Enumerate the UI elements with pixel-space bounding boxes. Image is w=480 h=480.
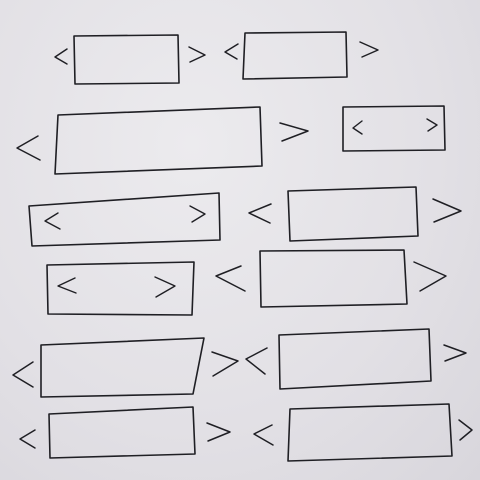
carousel-1-frame — [73, 34, 180, 85]
carousel-9-prev-arrow-icon — [12, 361, 34, 388]
carousel-6-frame — [287, 186, 419, 242]
carousel-7-next-arrow-icon — [154, 276, 176, 298]
carousel-1-next-arrow-icon — [188, 46, 206, 63]
carousel-11-next-arrow-icon — [206, 422, 231, 442]
carousel-9-frame — [40, 337, 205, 398]
carousel-10-prev-arrow-icon — [245, 347, 268, 375]
carousel-6 — [248, 186, 462, 242]
carousel-7-prev-arrow-icon — [57, 277, 77, 294]
carousel-5-prev-arrow-icon — [44, 212, 61, 230]
carousel-9 — [12, 337, 239, 398]
carousel-2-prev-arrow-icon — [224, 43, 239, 60]
carousel-8-prev-arrow-icon — [215, 265, 246, 292]
carousel-7 — [46, 261, 195, 316]
carousel-3-next-arrow-icon — [279, 122, 309, 142]
carousel-3-prev-arrow-icon — [16, 135, 41, 161]
carousel-3 — [16, 106, 309, 175]
carousel-10-next-arrow-icon — [443, 344, 467, 362]
carousel-11 — [19, 406, 231, 459]
carousel-5-next-arrow-icon — [189, 205, 206, 223]
carousel-11-frame — [48, 406, 196, 459]
carousel-10 — [245, 328, 467, 390]
carousel-8-frame — [259, 249, 408, 308]
carousel-5-frame — [28, 192, 221, 247]
carousel-4 — [342, 105, 446, 152]
carousel-1 — [54, 34, 206, 85]
carousel-12-frame — [287, 403, 453, 462]
carousel-4-prev-arrow-icon — [352, 120, 363, 135]
carousel-5 — [28, 192, 221, 247]
carousel-10-frame — [278, 328, 432, 390]
carousel-12 — [253, 403, 473, 462]
carousel-4-next-arrow-icon — [426, 118, 438, 132]
carousel-12-next-arrow-icon — [458, 419, 473, 441]
carousel-2-frame — [242, 31, 348, 80]
carousel-6-next-arrow-icon — [432, 198, 462, 223]
carousel-4-frame — [342, 105, 446, 152]
carousel-3-frame — [54, 106, 263, 175]
carousel-7-frame — [46, 261, 195, 316]
carousel-11-prev-arrow-icon — [19, 429, 36, 449]
carousel-2 — [224, 31, 379, 80]
carousel-6-prev-arrow-icon — [248, 203, 272, 224]
carousel-8-next-arrow-icon — [413, 261, 447, 292]
carousel-2-next-arrow-icon — [359, 41, 379, 58]
carousel-1-prev-arrow-icon — [54, 48, 68, 65]
carousel-12-prev-arrow-icon — [253, 424, 274, 446]
carousel-9-next-arrow-icon — [211, 351, 239, 377]
carousel-8 — [215, 249, 447, 308]
